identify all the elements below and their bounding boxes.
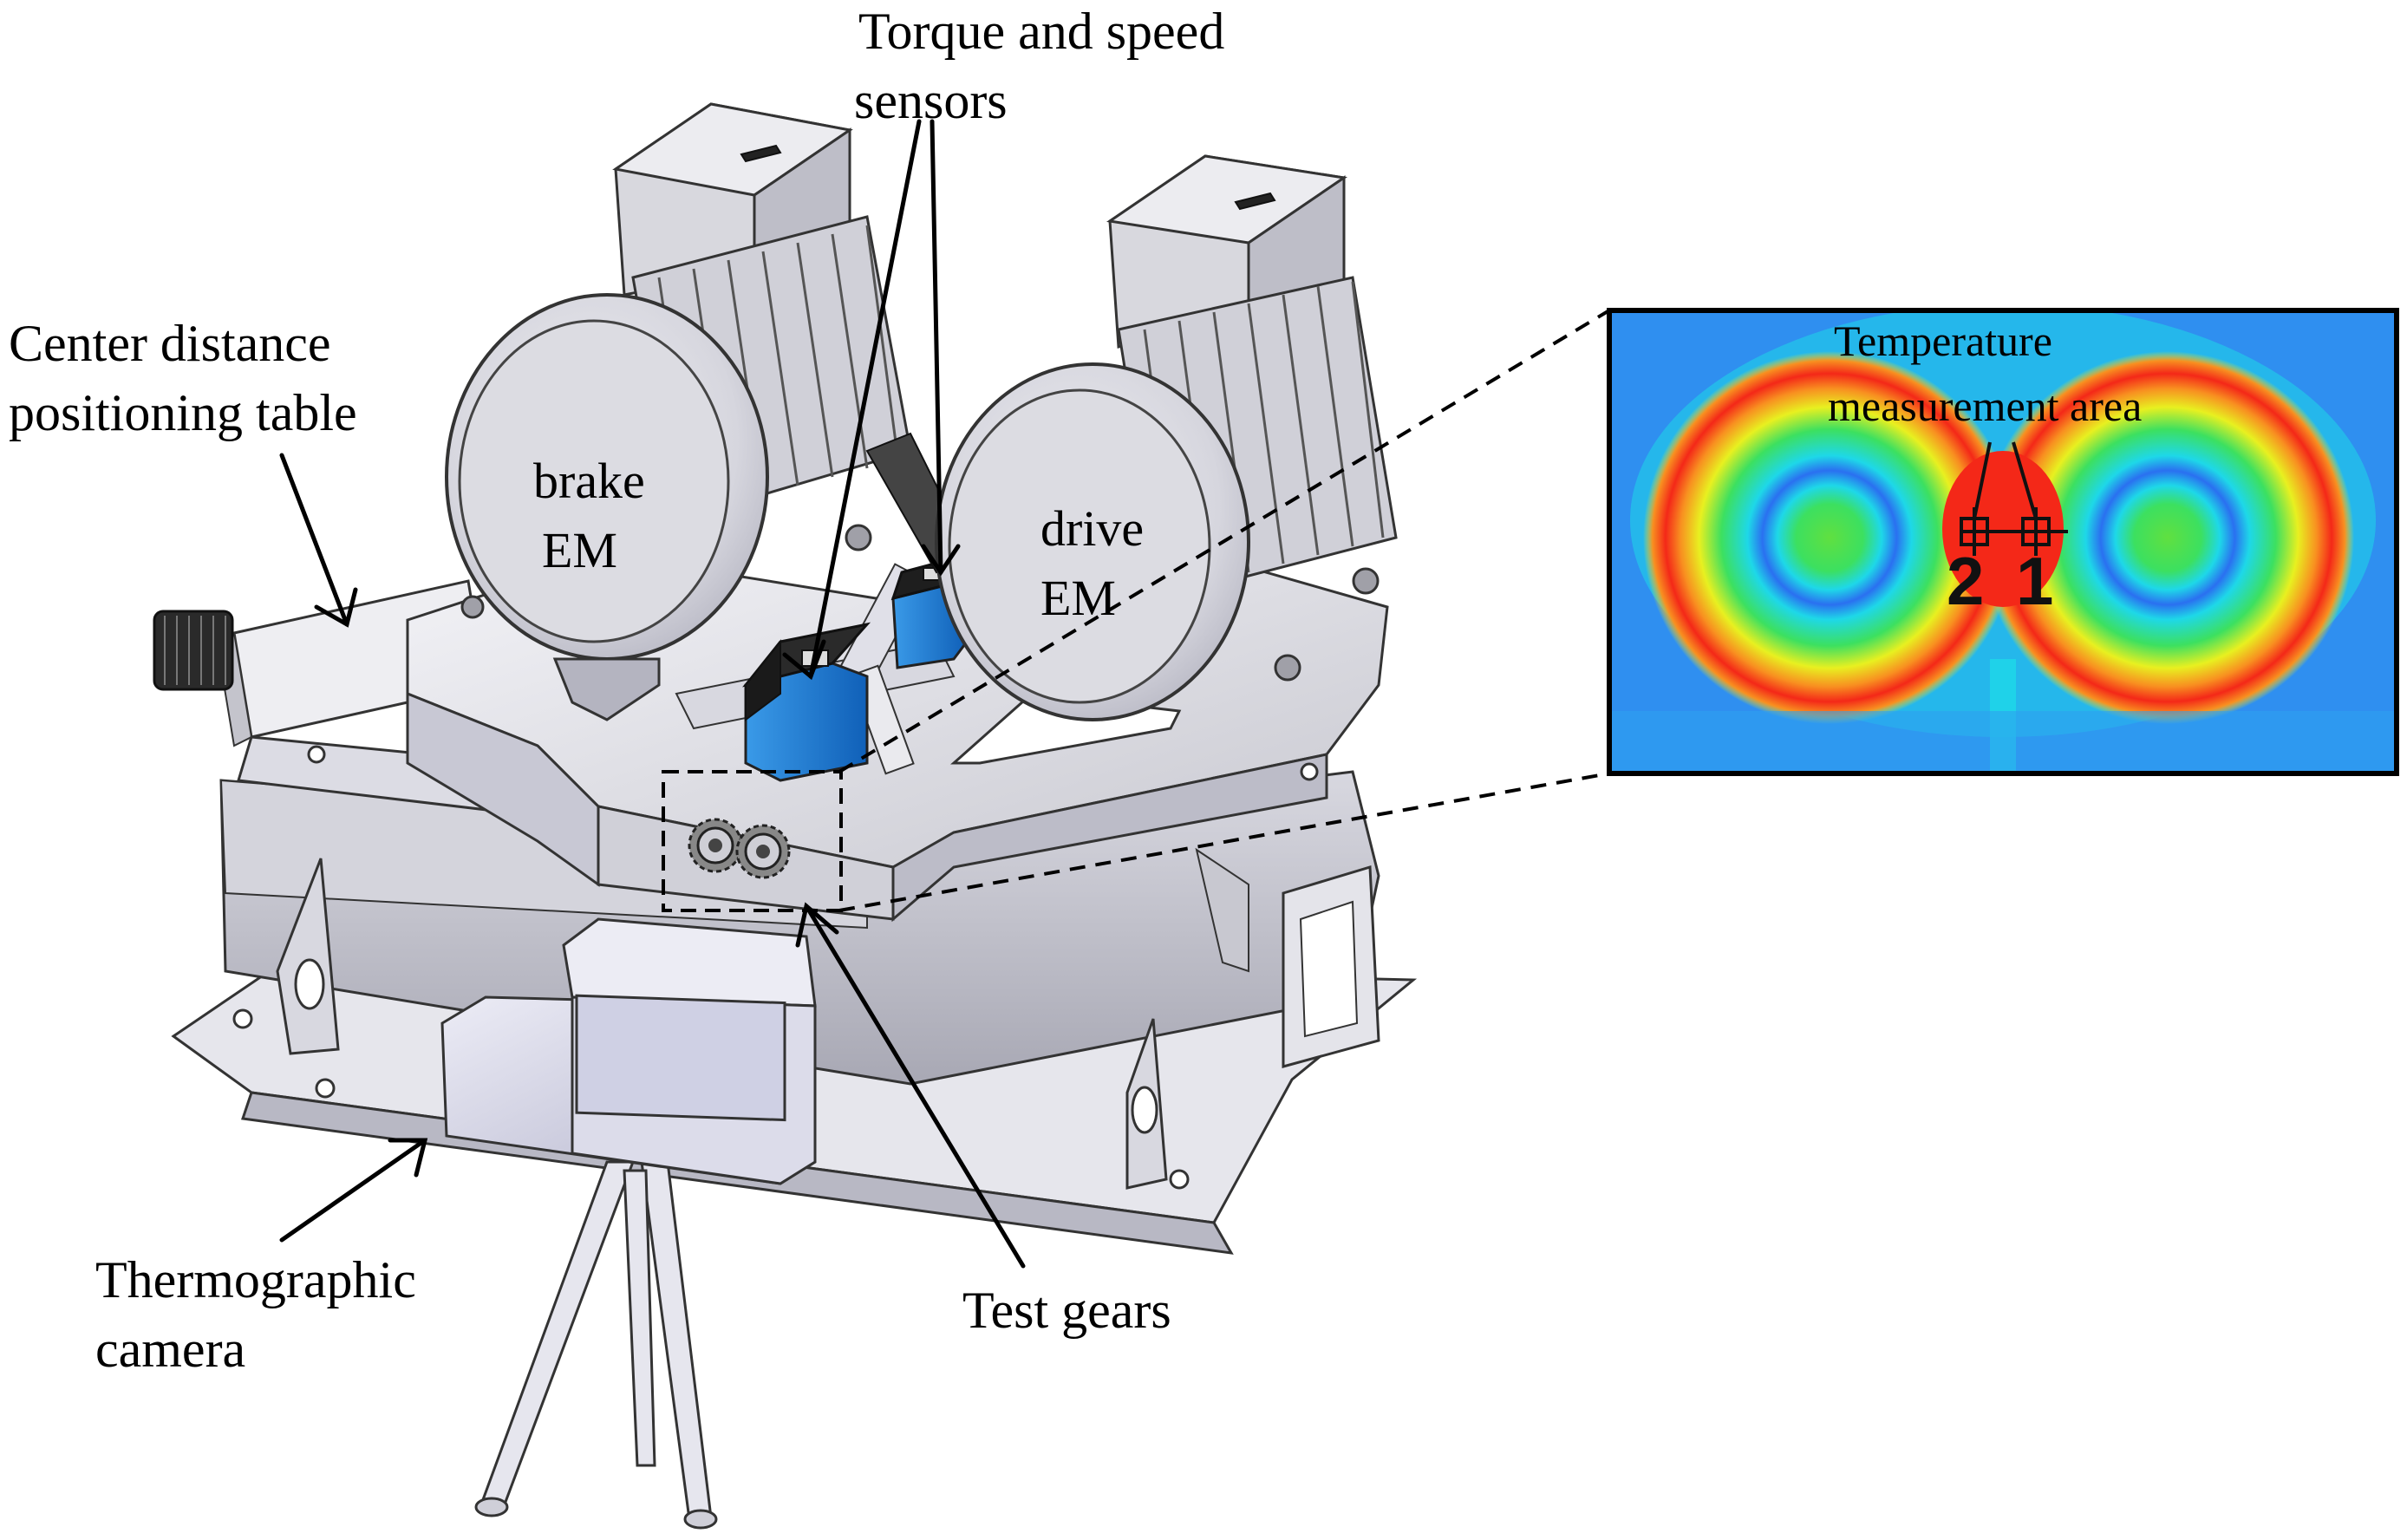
measurement-point-2: 2 xyxy=(1947,543,1985,619)
sensors-label-line2: sensors xyxy=(854,72,1008,129)
camera-screen xyxy=(575,994,786,1122)
test-gear-right xyxy=(735,824,791,879)
thermal-title-line2: measurement area xyxy=(1828,382,2143,430)
brake-motor xyxy=(445,102,973,721)
measurement-markers xyxy=(1960,441,2068,556)
camera-label-line2: camera xyxy=(95,1321,246,1378)
test-gears-label: Test gears xyxy=(962,1282,1171,1339)
gear-highlight-box xyxy=(662,770,843,912)
camera-label-line1: Thermographic xyxy=(95,1251,416,1308)
test-gears xyxy=(662,770,843,912)
thermal-title-line1: Temperature xyxy=(1834,316,2052,365)
annotation-arrows xyxy=(279,119,1026,1269)
brake-em-label-line1: brake xyxy=(533,453,645,509)
brake-em-label-line2: EM xyxy=(542,522,617,578)
thermographic-camera xyxy=(440,917,817,1530)
test-gear-left xyxy=(688,818,743,873)
center-distance-label-line1: Center distance xyxy=(9,315,331,372)
center-distance-label-line2: positioning table xyxy=(9,384,357,441)
drive-em-label-line2: EM xyxy=(1040,570,1116,626)
thermal-gear-right xyxy=(1981,351,2354,724)
thermal-gear-left xyxy=(1643,351,2016,724)
drive-em-label-line1: drive xyxy=(1040,500,1145,557)
sensors-label-line1: Torque and speed xyxy=(858,3,1225,60)
inset-leader-lines xyxy=(838,309,1611,912)
thermal-image-inset xyxy=(1607,308,2399,776)
measurement-point-1: 1 xyxy=(2016,543,2054,619)
knurled-knob xyxy=(153,610,234,691)
